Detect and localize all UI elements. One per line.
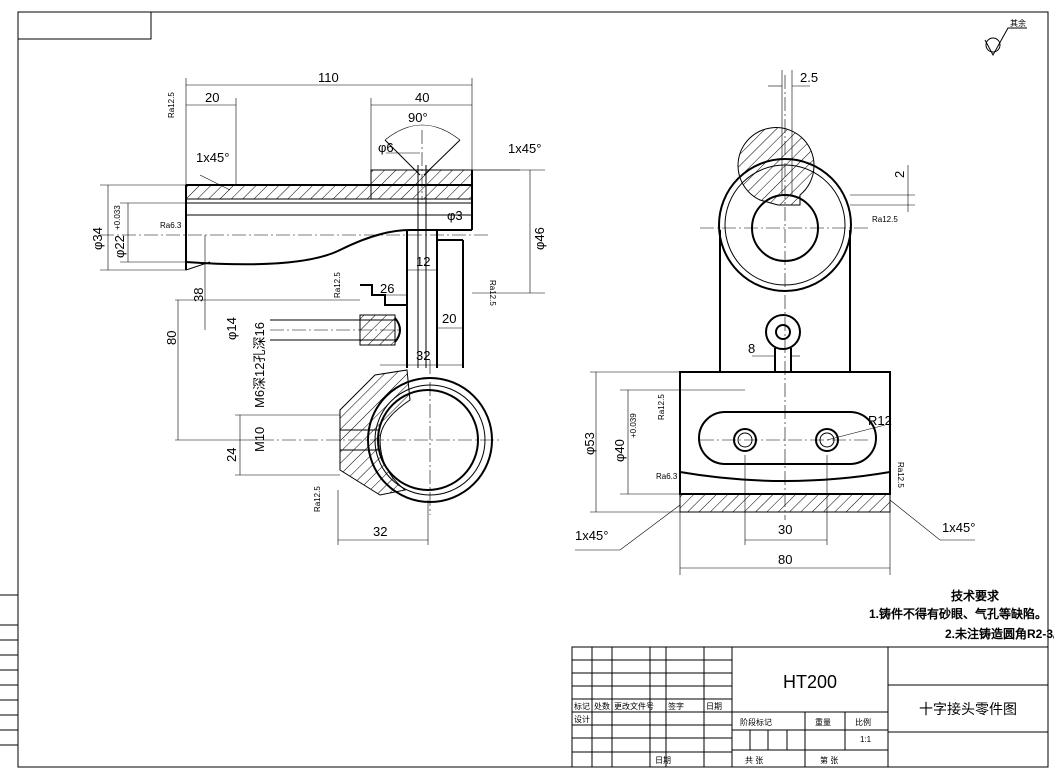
tech-req-line1: 1.铸件不得有砂眼、气孔等缺陷。 [869,606,1047,621]
tech-req-line2: 2.未注铸造圆角R2-3。 [945,626,1054,641]
svg-text:Ra12.5: Ra12.5 [333,272,342,298]
title-block: HT200 十字接头零件图 标记 处数 更改文件号 签字 日期 设计 阶段标记 … [571,646,1049,768]
front-view [100,124,500,515]
svg-text:φ40: φ40 [612,439,627,462]
svg-text:32: 32 [373,524,387,539]
svg-text:8: 8 [748,341,755,356]
svg-text:共 张: 共 张 [745,756,763,765]
svg-text:Ra12.5: Ra12.5 [167,92,176,118]
svg-text:1:1: 1:1 [860,735,872,744]
svg-text:第 张: 第 张 [820,755,838,765]
svg-text:38: 38 [191,288,206,302]
svg-text:20: 20 [205,90,219,105]
svg-text:1x45°: 1x45° [575,528,608,543]
svg-text:日期: 日期 [706,702,722,711]
svg-text:Ra6.3: Ra6.3 [656,472,678,481]
svg-text:φ14: φ14 [224,317,239,340]
svg-text:φ46: φ46 [532,227,547,250]
svg-text:φ3: φ3 [447,208,463,223]
svg-text:签字: 签字 [668,701,684,711]
svg-text:12: 12 [416,254,430,269]
svg-text:φ22: φ22 [112,235,127,258]
side-dimension-lines [575,70,975,575]
svg-text:80: 80 [778,552,792,567]
svg-text:阶段标记: 阶段标记 [740,717,772,727]
svg-text:+0.033: +0.033 [113,205,122,230]
svg-text:26: 26 [380,281,394,296]
svg-text:日期: 日期 [655,756,671,765]
svg-text:φ34: φ34 [90,227,105,250]
svg-text:更改文件号: 更改文件号 [614,701,654,711]
technical-requirements: 技术要求 1.铸件不得有砂眼、气孔等缺陷。 2.未注铸造圆角R2-3。 [869,588,1054,641]
svg-text:M10: M10 [252,427,267,452]
svg-text:Ra12.5: Ra12.5 [488,280,497,306]
svg-text:1x45°: 1x45° [508,141,541,156]
tech-req-title: 技术要求 [951,588,1000,603]
svg-text:1x45°: 1x45° [942,520,975,535]
front-dimension-text: 110 20 40 90° φ6 1x45° 1x45° φ3 φ34 φ22 … [90,70,547,539]
drawing-name: 十字接头零件图 [919,701,1017,717]
side-dimension-text: 2.5 2 8 R12 φ53 φ40 +0.039 1x45° 1x45° 3… [575,70,975,567]
svg-text:24: 24 [224,448,239,462]
surface-finish-symbol: 其余 [984,18,1027,57]
svg-text:1x45°: 1x45° [196,150,229,165]
svg-text:+0.039: +0.039 [629,413,638,438]
svg-text:R12: R12 [868,413,892,428]
svg-text:设计: 设计 [574,714,590,724]
svg-text:标记: 标记 [574,701,590,711]
material-label: HT200 [783,672,837,692]
svg-text:32: 32 [416,348,430,363]
svg-text:110: 110 [318,70,339,85]
front-dimension-lines [100,78,545,545]
svg-text:Ra6.3: Ra6.3 [160,221,182,230]
svg-text:重量: 重量 [815,717,831,727]
svg-text:2: 2 [892,171,907,178]
svg-text:φ6: φ6 [378,140,394,155]
svg-text:比例: 比例 [855,717,871,727]
svg-text:处数: 处数 [594,701,610,711]
side-view [679,75,891,520]
svg-text:2.5: 2.5 [800,70,818,85]
svg-text:Ra12.5: Ra12.5 [896,462,905,488]
top-left-box [17,11,152,40]
svg-text:90°: 90° [408,110,428,125]
svg-text:30: 30 [778,522,792,537]
svg-text:20: 20 [442,311,456,326]
svg-text:φ53: φ53 [582,432,597,455]
left-edge-marks [0,594,18,746]
svg-text:Ra12.5: Ra12.5 [313,486,322,512]
svg-text:其余: 其余 [1010,18,1026,28]
svg-text:Ra12.5: Ra12.5 [657,394,666,420]
svg-text:80: 80 [164,331,179,345]
svg-text:Ra12.5: Ra12.5 [872,215,898,224]
drawing-frame [17,11,1049,768]
svg-text:M6深12孔深16: M6深12孔深16 [252,322,267,408]
svg-text:40: 40 [415,90,429,105]
